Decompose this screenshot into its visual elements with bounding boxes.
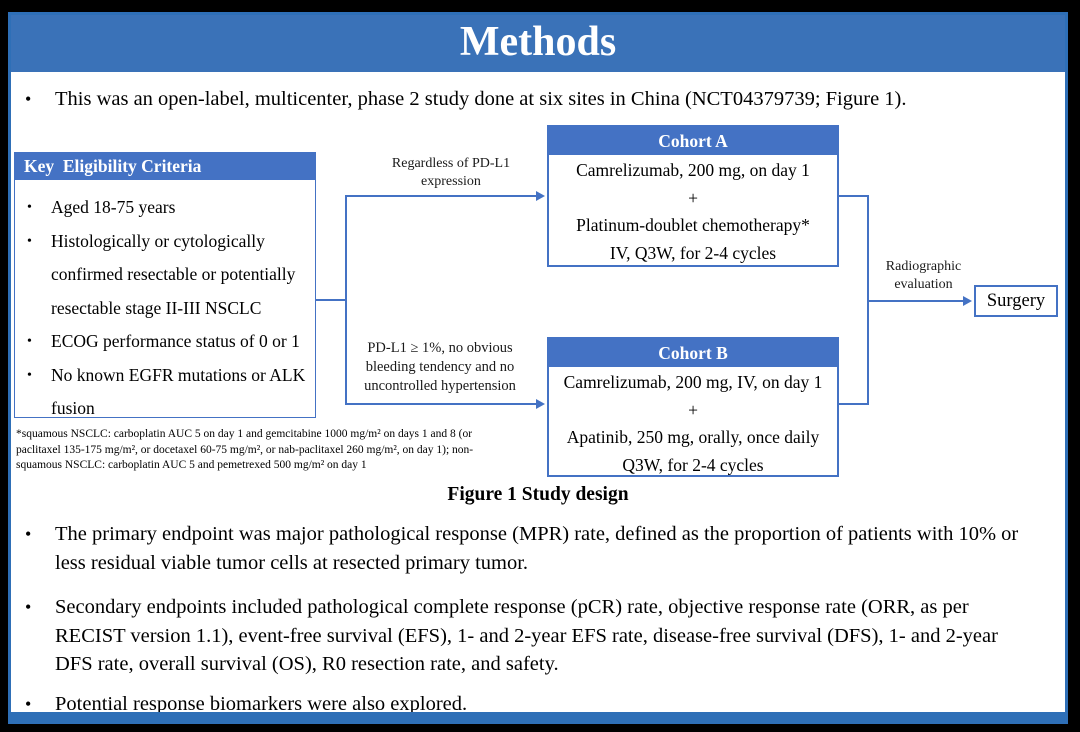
bullet-icon: •: [25, 597, 32, 617]
page-title: Methods: [459, 19, 617, 65]
list-item: • Secondary endpoints included pathologi…: [25, 593, 1040, 679]
bullet-icon: •: [27, 367, 32, 383]
surgery-box: Surgery: [974, 285, 1058, 317]
connector-line: [345, 195, 538, 197]
eligibility-box: Key Eligibility Criteria • Aged 18-75 ye…: [14, 152, 316, 418]
connector-line: [315, 299, 347, 301]
eligibility-item-text: Aged 18-75 years: [51, 197, 176, 217]
footnote-line: squamous NSCLC: carboplatin AUC 5 and pe…: [16, 459, 367, 471]
eligibility-item-text: ECOG performance status of 0 or 1: [51, 331, 300, 351]
eligibility-item-text: No known EGFR mutations or ALK fusion: [51, 364, 306, 419]
list-item: • Histologically or cytologically confir…: [27, 225, 311, 326]
list-item: • Potential response biomarkers were als…: [25, 690, 1040, 719]
intro-bullet: • This was an open-label, multicenter, p…: [25, 85, 1040, 114]
cohort-b-line: Apatinib, 250 mg, orally, once daily: [566, 427, 820, 447]
list-item: • No known EGFR mutations or ALK fusion: [27, 359, 311, 426]
eligibility-item-text: Histologically or cytologically confirme…: [51, 230, 296, 318]
footnote-line: paclitaxel 135-175 mg/m², or docetaxel 6…: [16, 443, 474, 456]
bullet-icon: •: [27, 334, 32, 349]
arrow-right-icon: [536, 399, 545, 409]
primary-endpoint-text: The primary endpoint was major pathologi…: [55, 523, 1019, 574]
bullet-icon: •: [27, 200, 32, 215]
cohort-b-line: Camrelizumab, 200 mg, IV, on day 1: [563, 372, 823, 392]
figure-footnote: *squamous NSCLC: carboplatin AUC 5 on da…: [16, 427, 473, 474]
cohort-b-line: Q3W, for 2-4 cycles: [622, 454, 764, 475]
list-item: • ECOG performance status of 0 or 1: [27, 325, 311, 359]
cohort-a-header: Cohort A: [549, 127, 837, 155]
connector-line: [837, 403, 869, 405]
slide: Methods • This was an open-label, multic…: [8, 12, 1068, 724]
branch-a-label: Regardless of PD-L1 expression: [391, 156, 511, 189]
secondary-endpoints-text: Secondary endpoints included pathologica…: [55, 596, 998, 675]
bullet-icon: •: [25, 89, 32, 109]
connector-line: [345, 195, 347, 405]
slide-bottom-bar: [11, 712, 1065, 721]
bullet-icon: •: [25, 524, 32, 544]
cohort-a-line: +: [688, 187, 698, 208]
cohort-b-line: +: [688, 399, 698, 420]
biomarkers-text: Potential response biomarkers were also …: [55, 693, 468, 715]
cohort-a-box: Cohort A Camrelizumab, 200 mg, on day 1 …: [547, 125, 839, 267]
list-item: • Aged 18-75 years: [27, 191, 311, 225]
bullet-icon: •: [27, 233, 32, 249]
list-item: • The primary endpoint was major patholo…: [25, 520, 1040, 577]
footnote-line: *squamous NSCLC: carboplatin AUC 5 on da…: [16, 428, 473, 440]
cohort-a-line: Platinum-doublet chemotherapy*: [576, 215, 810, 235]
cohort-b-header: Cohort B: [549, 339, 837, 367]
cohort-a-body: Camrelizumab, 200 mg, on day 1 + Platinu…: [549, 155, 837, 267]
slide-title-bar: Methods: [11, 15, 1065, 72]
cohort-b-body: Camrelizumab, 200 mg, IV, on day 1 + Apa…: [549, 367, 837, 479]
eligibility-list: • Aged 18-75 years • Histologically or c…: [15, 180, 315, 426]
intro-text: This was an open-label, multicenter, pha…: [55, 88, 907, 110]
arrow-right-icon: [963, 296, 972, 306]
cohort-b-box: Cohort B Camrelizumab, 200 mg, IV, on da…: [547, 337, 839, 477]
figure-caption: Figure 1 Study design: [447, 484, 629, 505]
bullet-icon: •: [25, 694, 32, 714]
cohort-a-line: IV, Q3W, for 2-4 cycles: [609, 242, 777, 263]
connector-line: [867, 300, 965, 302]
radiographic-evaluation-label: Radiographic evaluation: [885, 259, 962, 292]
branch-b-label: PD-L1 ≥ 1%, no obvious bleeding tendency…: [364, 340, 516, 394]
connector-line: [837, 195, 869, 197]
connector-line: [345, 403, 538, 405]
cohort-a-line: Camrelizumab, 200 mg, on day 1: [576, 160, 810, 180]
arrow-right-icon: [536, 191, 545, 201]
eligibility-header: Key Eligibility Criteria: [15, 153, 315, 180]
